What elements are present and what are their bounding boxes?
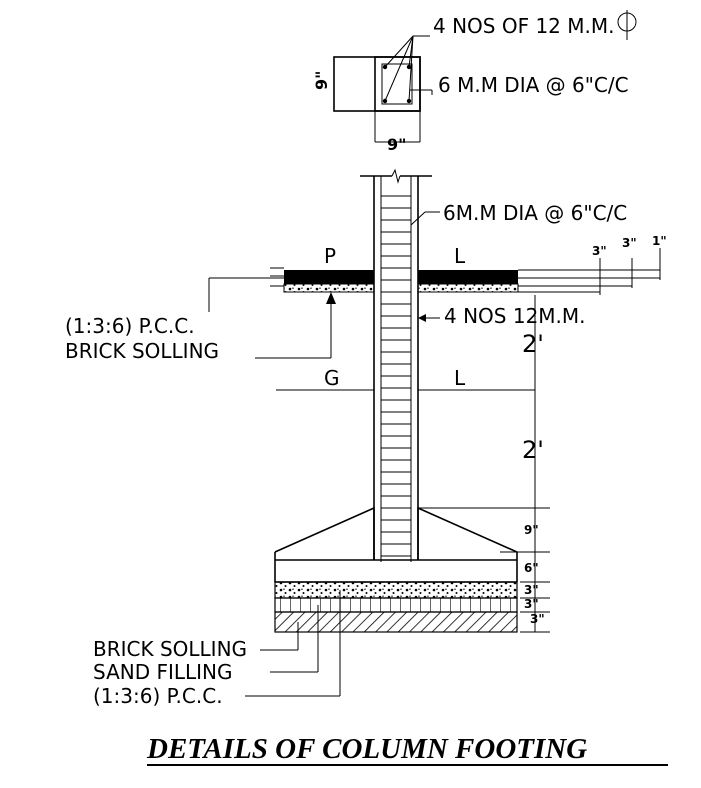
section-depth-dim: 9" bbox=[312, 71, 331, 90]
elevation-bars-label: 4 NOS 12M.M. bbox=[444, 304, 586, 328]
plinth-left-pcc bbox=[283, 283, 375, 293]
dim-3b: 3" bbox=[524, 597, 539, 611]
brick-solling-layer bbox=[274, 611, 518, 633]
base-sand-filling-label: SAND FILLING bbox=[93, 660, 233, 684]
plinth-level-p: P bbox=[324, 244, 336, 268]
ground-level-l: L bbox=[454, 366, 466, 390]
elevation-ties-label: 6M.M DIA @ 6"C/C bbox=[443, 201, 627, 225]
dim-lower-2ft: 2' bbox=[522, 436, 544, 464]
dim-6: 6" bbox=[524, 561, 539, 575]
plinth-right bbox=[418, 270, 518, 284]
dim-9: 9" bbox=[524, 523, 539, 537]
dim-top-3b: 3" bbox=[622, 236, 637, 250]
base-pcc-label: (1:3:6) P.C.C. bbox=[93, 684, 223, 708]
dim-3c: 3" bbox=[530, 612, 545, 626]
plinth-left bbox=[284, 270, 374, 284]
section-width-dim: 9" bbox=[387, 135, 406, 154]
dim-upper-2ft: 2' bbox=[522, 330, 544, 358]
upper-pcc-label: (1:3:6) P.C.C. bbox=[65, 314, 195, 338]
ground-level-g: G bbox=[324, 366, 340, 390]
column-cross-section: 9" 9" 4 NOS OF 12 M.M. 6 M.M DIA @ 6"C/C bbox=[312, 10, 637, 154]
pcc-layer bbox=[274, 581, 518, 599]
drawing-title: DETAILS OF COLUMN FOOTING bbox=[146, 733, 587, 765]
plinth-level-l: L bbox=[454, 244, 466, 268]
sand-layer bbox=[274, 597, 518, 613]
tie-outline bbox=[381, 63, 413, 105]
footing-slope bbox=[274, 506, 518, 560]
dim-top-1: 1" bbox=[652, 234, 667, 248]
base-brick-solling-label: BRICK SOLLING bbox=[93, 637, 247, 661]
ties-group bbox=[381, 195, 411, 557]
column-section bbox=[374, 56, 421, 112]
upper-brick-solling-label: BRICK SOLLING bbox=[65, 339, 219, 363]
dim-top-3a: 3" bbox=[592, 244, 607, 258]
base-labels: BRICK SOLLING SAND FILLING (1:3:6) P.C.C… bbox=[93, 637, 247, 708]
section-ties-label: 6 M.M DIA @ 6"C/C bbox=[438, 73, 629, 97]
dim-3a: 3" bbox=[524, 583, 539, 597]
plinth-right-pcc bbox=[417, 283, 519, 293]
section-outer-outline bbox=[333, 56, 421, 112]
column-elevation: 3" 3" 1" P L 6M.M DIA @ 6"C/C 4 NOS 12M.… bbox=[65, 168, 667, 697]
section-bars-label: 4 NOS OF 12 M.M. bbox=[433, 14, 614, 38]
